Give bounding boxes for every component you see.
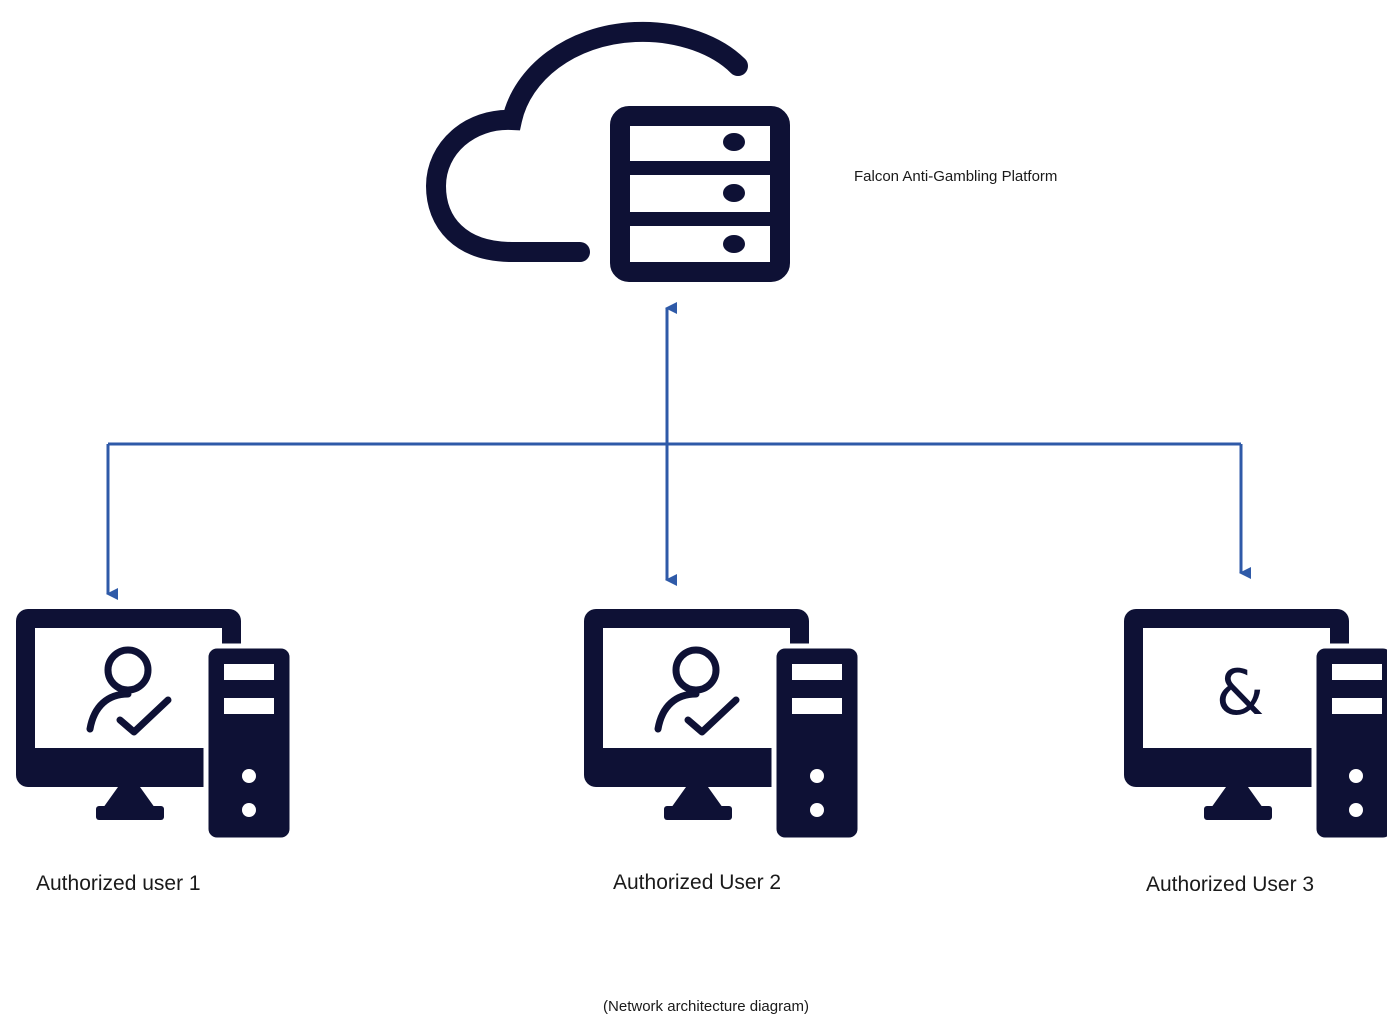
monitor-stand [1211, 787, 1263, 808]
diagram-caption: (Network architecture diagram) [603, 998, 809, 1015]
computer-icon-user2 [584, 609, 863, 843]
tower-bay [792, 698, 842, 714]
monitor-stand [103, 787, 155, 808]
tower-button [810, 769, 824, 783]
cloud-server-icon [425, 21, 790, 282]
tower [771, 643, 863, 843]
tower-bay [1332, 698, 1382, 714]
computer-icon-user3: & [1124, 609, 1387, 843]
tower-button [1349, 803, 1363, 817]
platform-label: Falcon Anti-Gambling Platform [854, 168, 1058, 185]
tower-bay [792, 664, 842, 680]
monitor-stand [671, 787, 723, 808]
computer-icon-user1 [16, 609, 295, 843]
monitor-base [664, 806, 732, 820]
server-outline [610, 106, 790, 282]
tower-button [242, 803, 256, 817]
tower-button [810, 803, 824, 817]
monitor-base [1204, 806, 1272, 820]
monitor-base [96, 806, 164, 820]
user-label-2: Authorized User 2 [613, 871, 782, 894]
server-led [723, 184, 745, 202]
monitor-screen [1143, 628, 1330, 748]
tower-button [1349, 769, 1363, 783]
tower-bay [1332, 664, 1382, 680]
connectors [106, 302, 1251, 600]
ampersand-glyph: & [1216, 656, 1264, 729]
tower [203, 643, 295, 843]
server-led [723, 235, 745, 253]
user-check-icon [654, 646, 740, 736]
cloud-outline [425, 21, 748, 262]
user-label-3: Authorized User 3 [1146, 873, 1315, 896]
user-label-1: Authorized user 1 [36, 872, 201, 895]
server-led [723, 133, 745, 151]
tower [1311, 643, 1387, 843]
user-check-icon [86, 646, 172, 736]
tower-bay [224, 698, 274, 714]
tower-button [242, 769, 256, 783]
tower-bay [224, 664, 274, 680]
